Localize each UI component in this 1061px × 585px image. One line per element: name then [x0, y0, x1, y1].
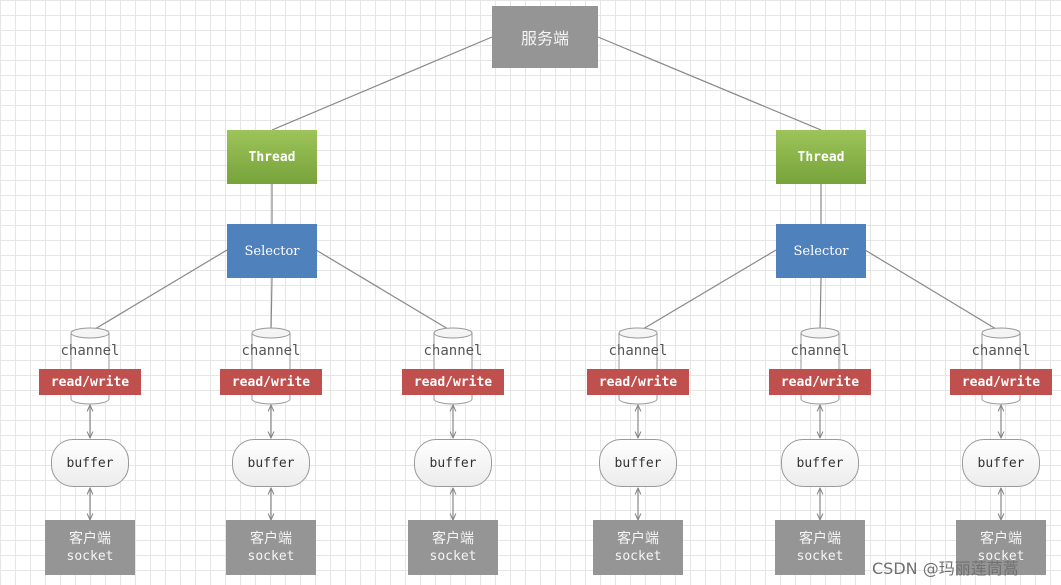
server-label: 服务端: [520, 29, 569, 48]
read-write-badge: read/write: [587, 369, 689, 395]
thread-label: Thread: [797, 149, 845, 165]
buffer-node: buffer: [51, 439, 129, 487]
client-label: 客户端: [617, 530, 659, 547]
buffer-label: buffer: [429, 455, 477, 471]
buffer-label: buffer: [796, 455, 844, 471]
client-label: 客户端: [799, 530, 841, 547]
selector-label: Selector: [244, 243, 300, 259]
selector-node-1: Selector: [227, 224, 317, 278]
buffer-label: buffer: [977, 455, 1025, 471]
buffer-label: buffer: [614, 455, 662, 471]
read-write-badge: read/write: [220, 369, 322, 395]
selector-channel-link: [315, 249, 454, 333]
selector-node-2: Selector: [776, 224, 866, 278]
channel-label: channel: [423, 343, 483, 359]
buffer-node: buffer: [232, 439, 310, 487]
read-write-badge: read/write: [39, 369, 141, 395]
socket-label: socket: [66, 548, 114, 564]
buffer-node: buffer: [962, 439, 1040, 487]
client-label: 客户端: [69, 530, 111, 547]
client-label: 客户端: [980, 530, 1022, 547]
server-thread-link: [271, 36, 493, 131]
thread-label: Thread: [248, 149, 296, 165]
read-write-badge: read/write: [402, 369, 504, 395]
selector-channel-link: [864, 249, 1002, 333]
selector-channel-link: [637, 249, 777, 333]
buffer-label: buffer: [66, 455, 114, 471]
socket-label: socket: [796, 548, 844, 564]
channel-label: channel: [608, 343, 668, 359]
selector-channel-link: [89, 249, 228, 333]
buffer-node: buffer: [414, 439, 492, 487]
read-write-badge: read/write: [950, 369, 1052, 395]
socket-label: socket: [977, 548, 1025, 564]
channel-label: channel: [60, 343, 120, 359]
read-write-badge: read/write: [769, 369, 871, 395]
channel-label: channel: [971, 343, 1031, 359]
selector-channel-link: [819, 277, 822, 333]
socket-label: socket: [614, 548, 662, 564]
socket-label: socket: [247, 548, 295, 564]
buffer-node: buffer: [781, 439, 859, 487]
thread-node-1: Thread: [227, 130, 317, 184]
selector-channel-link: [270, 277, 273, 333]
server-thread-link: [597, 36, 822, 131]
server-node: 服务端: [492, 6, 598, 68]
thread-node-2: Thread: [776, 130, 866, 184]
channel-label: channel: [241, 343, 301, 359]
buffer-node: buffer: [599, 439, 677, 487]
socket-label: socket: [429, 548, 477, 564]
channel-label: channel: [790, 343, 850, 359]
selector-label: Selector: [793, 243, 849, 259]
buffer-label: buffer: [247, 455, 295, 471]
client-label: 客户端: [250, 530, 292, 547]
client-label: 客户端: [432, 530, 474, 547]
csdn-watermark: CSDN @玛丽莲茼蒿: [872, 559, 1019, 578]
